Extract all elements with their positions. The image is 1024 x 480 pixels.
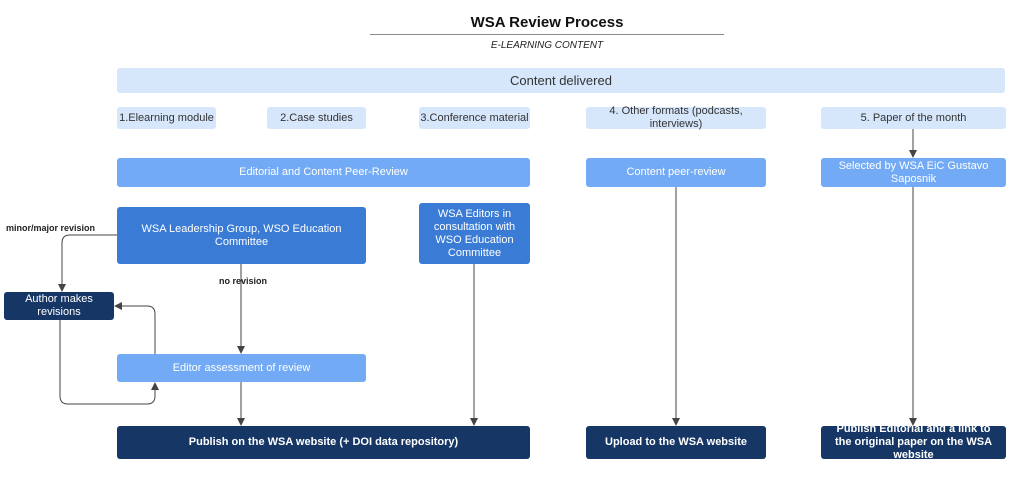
- diagram-subtitle: E-LEARNING CONTENT: [490, 40, 604, 51]
- publish-on-wsa-website-doi: Publish on the WSA website (+ DOI data r…: [117, 426, 530, 459]
- minor-major-revision-label: minor/major revision: [6, 223, 96, 233]
- category-case-studies: 2.Case studies: [267, 107, 366, 129]
- edge-leadership-to-author: [58, 234, 117, 292]
- diagram-title: WSA Review Process: [470, 14, 624, 31]
- no-revision-label: no revision: [219, 276, 268, 286]
- wsa-editors-box: WSA Editors in consultation with WSO Edu…: [419, 203, 530, 264]
- category-elearning-module: 1.Elearning module: [117, 107, 216, 129]
- upload-to-wsa-website: Upload to the WSA website: [586, 426, 766, 459]
- editor-assessment-of-review: Editor assessment of review: [117, 354, 366, 382]
- category-paper-of-the-month: 5. Paper of the month: [821, 107, 1006, 129]
- content-peer-review: Content peer-review: [586, 158, 766, 187]
- wsa-leadership-group-box: WSA Leadership Group, WSO Education Comm…: [117, 207, 366, 264]
- editorial-content-peer-review: Editorial and Content Peer-Review: [117, 158, 530, 187]
- publish-editorial-and-link: Publish Editorial and a link to the orig…: [821, 423, 1006, 461]
- category-other-formats: 4. Other formats (podcasts, interviews): [586, 105, 766, 130]
- edge-assessment-to-author: [114, 302, 156, 354]
- title-divider: [370, 34, 724, 35]
- author-makes-revisions: Author makes revisions: [4, 292, 114, 320]
- edge-author-to-assessment: [59, 320, 159, 405]
- selected-by-eic: Selected by WSA EiC Gustavo Saposnik: [821, 158, 1006, 187]
- content-delivered-header: Content delivered: [117, 68, 1005, 93]
- category-conference-material: 3.Conference material: [419, 107, 530, 129]
